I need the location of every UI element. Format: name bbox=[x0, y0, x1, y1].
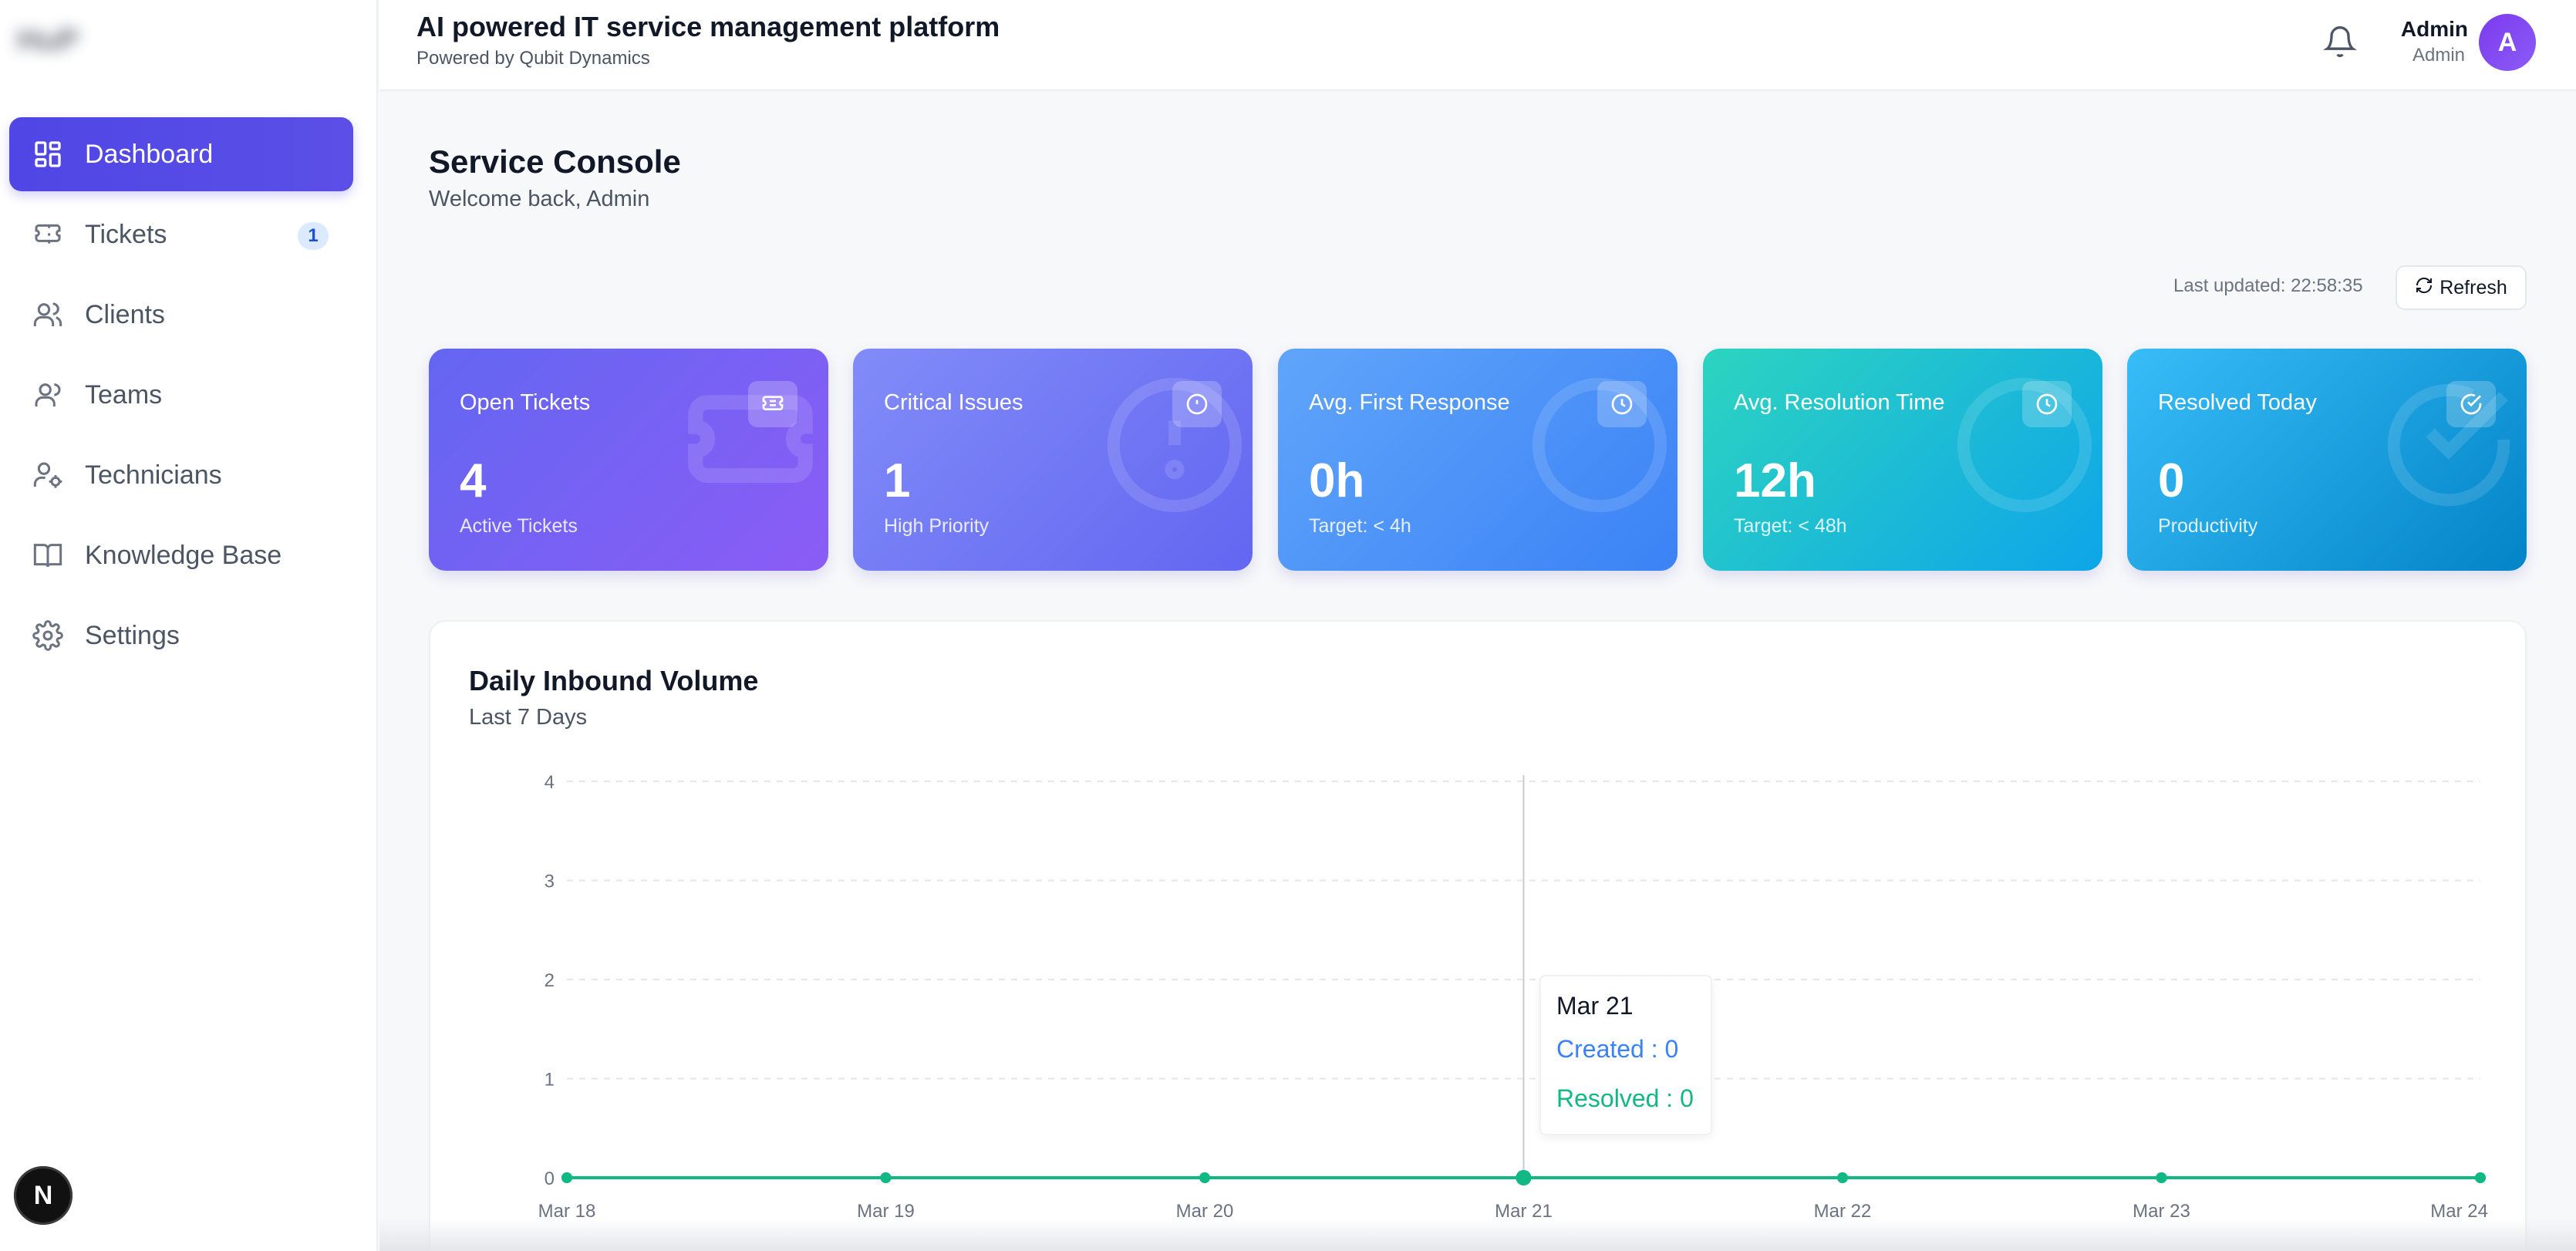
sidebar-item-label: Dashboard bbox=[85, 139, 214, 169]
sidebar-item-teams[interactable]: Teams bbox=[9, 358, 353, 432]
sidebar-item-tickets[interactable]: Tickets 1 bbox=[9, 197, 353, 271]
user-role: Admin bbox=[2412, 45, 2465, 66]
data-point-resolved bbox=[2475, 1172, 2486, 1183]
y-tick-label: 4 bbox=[545, 772, 555, 793]
check-watermark-icon bbox=[2387, 383, 2510, 507]
stat-card-critical-issues[interactable]: Critical Issues 1 High Priority bbox=[853, 349, 1253, 571]
x-tick-label: Mar 18 bbox=[538, 1201, 596, 1222]
card-title: Avg. First Response bbox=[1309, 390, 1510, 415]
scroll-fade bbox=[379, 1219, 2576, 1251]
technician-icon bbox=[32, 460, 63, 491]
ticket-watermark-icon bbox=[688, 395, 813, 484]
ticket-icon bbox=[32, 219, 63, 250]
tickets-count-badge: 1 bbox=[298, 222, 329, 250]
stat-card-avg-resolution-time[interactable]: Avg. Resolution Time 12h Target: < 48h bbox=[1703, 349, 2102, 571]
sidebar-item-label: Clients bbox=[85, 299, 165, 329]
page-subtitle: Welcome back, Admin bbox=[429, 187, 650, 211]
data-point-resolved bbox=[1199, 1172, 1210, 1183]
card-subtitle: Target: < 48h bbox=[1734, 515, 1847, 537]
x-tick-label: Mar 22 bbox=[1814, 1201, 1872, 1222]
x-tick-label: Mar 19 bbox=[857, 1201, 915, 1222]
card-subtitle: High Priority bbox=[884, 515, 990, 537]
refresh-button[interactable]: Refresh bbox=[2396, 265, 2527, 310]
page-title: Service Console bbox=[429, 143, 681, 180]
sidebar-item-clients[interactable]: Clients bbox=[9, 278, 353, 352]
user-name: Admin bbox=[2400, 17, 2468, 41]
chart-title: Daily Inbound Volume bbox=[469, 665, 759, 696]
sidebar-item-label: Tickets bbox=[85, 219, 167, 249]
sidebar-item-settings[interactable]: Settings bbox=[9, 599, 353, 673]
x-tick-label: Mar 20 bbox=[1176, 1201, 1234, 1222]
tooltip-date: Mar 21 bbox=[1556, 992, 1634, 1020]
sidebar-item-knowledge-base[interactable]: Knowledge Base bbox=[9, 518, 353, 592]
x-tick-label: Mar 24 bbox=[2430, 1201, 2488, 1222]
x-tick-label: Mar 21 bbox=[1495, 1201, 1553, 1222]
card-subtitle: Target: < 4h bbox=[1309, 515, 1411, 537]
gear-icon bbox=[32, 620, 63, 651]
stat-card-open-tickets[interactable]: Open Tickets 4 Active Tickets bbox=[429, 349, 828, 571]
team-icon bbox=[32, 379, 63, 410]
sidebar-item-label: Teams bbox=[85, 379, 163, 410]
clock-watermark-icon bbox=[1532, 377, 1667, 513]
tooltip-resolved: Resolved : 0 bbox=[1556, 1084, 1694, 1112]
sidebar-item-label: Settings bbox=[85, 620, 180, 650]
clock-icon bbox=[1597, 381, 1647, 427]
data-point-resolved bbox=[1837, 1172, 1848, 1183]
card-title: Resolved Today bbox=[2158, 390, 2317, 415]
sidebar-item-label: Knowledge Base bbox=[85, 540, 282, 570]
card-title: Open Tickets bbox=[460, 390, 591, 415]
card-value: 4 bbox=[460, 454, 487, 507]
y-tick-label: 1 bbox=[545, 1070, 555, 1091]
sidebar-nav: Dashboard Tickets 1 Clients bbox=[9, 117, 353, 679]
card-title: Avg. Resolution Time bbox=[1734, 390, 1945, 415]
refresh-label: Refresh bbox=[2439, 276, 2507, 298]
tooltip-created: Created : 0 bbox=[1556, 1035, 1679, 1063]
dashboard-icon bbox=[32, 139, 63, 170]
dev-tools-badge[interactable]: N bbox=[14, 1166, 72, 1225]
clock-icon bbox=[2022, 381, 2072, 427]
app-subtitle: Powered by Qubit Dynamics bbox=[416, 48, 650, 69]
app-title: AI powered IT service management platfor… bbox=[416, 11, 1000, 42]
card-subtitle: Productivity bbox=[2158, 515, 2258, 537]
y-tick-label: 2 bbox=[545, 970, 555, 991]
sidebar-item-dashboard[interactable]: Dashboard bbox=[9, 117, 353, 191]
card-value: 1 bbox=[884, 454, 911, 507]
data-point-resolved bbox=[2156, 1172, 2167, 1183]
sidebar-item-technicians[interactable]: Technicians bbox=[9, 438, 353, 512]
clock-watermark-icon bbox=[1957, 377, 2092, 513]
ticket-icon bbox=[748, 381, 797, 427]
x-tick-label: Mar 23 bbox=[2133, 1201, 2190, 1222]
app-logo[interactable]: HuP bbox=[17, 23, 79, 57]
check-circle-icon bbox=[2446, 381, 2496, 427]
card-value: 12h bbox=[1734, 454, 1816, 507]
notification-bell-icon[interactable] bbox=[2323, 25, 2357, 59]
y-tick-label: 3 bbox=[545, 872, 555, 892]
card-value: 0h bbox=[1309, 454, 1365, 507]
chart-tooltip: Mar 21 Created : 0 Resolved : 0 bbox=[1539, 975, 1712, 1135]
data-point-resolved bbox=[880, 1172, 892, 1183]
card-subtitle: Active Tickets bbox=[460, 515, 578, 537]
refresh-icon bbox=[2415, 276, 2433, 300]
last-updated-text: Last updated: 22:58:35 bbox=[2173, 275, 2363, 296]
card-title: Critical Issues bbox=[884, 390, 1023, 415]
data-point-resolved bbox=[1516, 1170, 1532, 1185]
alert-circle-icon bbox=[1172, 381, 1222, 427]
book-icon bbox=[32, 540, 63, 571]
sidebar-item-label: Technicians bbox=[85, 460, 222, 490]
users-icon bbox=[32, 299, 63, 330]
top-header: AI powered IT service management platfor… bbox=[379, 0, 2576, 91]
y-tick-label: 0 bbox=[545, 1168, 555, 1189]
daily-volume-panel: Daily Inbound Volume Last 7 Days bbox=[429, 620, 2527, 1251]
card-value: 0 bbox=[2158, 454, 2185, 507]
avatar[interactable]: A bbox=[2479, 14, 2536, 71]
stat-card-avg-first-response[interactable]: Avg. First Response 0h Target: < 4h bbox=[1278, 349, 1677, 571]
alert-watermark-icon bbox=[1107, 377, 1242, 513]
data-point-resolved bbox=[561, 1172, 572, 1183]
chart-subtitle: Last 7 Days bbox=[469, 705, 588, 730]
stat-card-resolved-today[interactable]: Resolved Today 0 Productivity bbox=[2127, 349, 2527, 571]
sidebar: HuP Dashboard Tickets 1 bbox=[0, 0, 378, 1251]
